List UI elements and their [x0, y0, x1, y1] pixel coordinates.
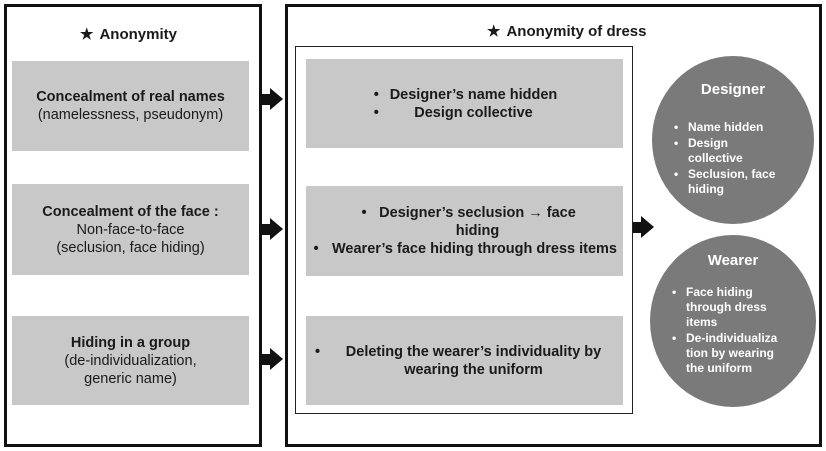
- group-title: Hiding in a group: [70, 334, 191, 351]
- list-item: Designer’s name hidden: [372, 86, 558, 104]
- real-names-box: Concealment of real names (namelessness,…: [12, 61, 249, 151]
- list-item: Seclusion, face hiding: [674, 167, 794, 197]
- face-box: Concealment of the face : Non-face-to-fa…: [12, 184, 249, 275]
- group-box: Hiding in a group (de-individualization,…: [12, 316, 249, 405]
- wearer-title: Wearer: [707, 252, 759, 269]
- star-icon: ★: [487, 23, 501, 40]
- real-names-title: Concealment of real names: [36, 89, 225, 105]
- list-item: Face hiding through dress items: [672, 285, 788, 330]
- list-item: Design collective: [372, 104, 558, 122]
- anonymity-of-dress-heading: ★Anonymity of dress: [487, 23, 647, 40]
- uniform-box: Deleting the wearer’s individuality by w…: [306, 316, 623, 405]
- list-item: Designer’s seclusion → face hiding: [360, 204, 578, 240]
- real-names-subtitle: (namelessness, pseudonym): [37, 107, 224, 123]
- list-item: Deleting the wearer’s individuality by w…: [313, 343, 616, 379]
- group-line2: (de-individualization,: [64, 352, 197, 369]
- list-item: De-individualization by wearing the unif…: [672, 331, 780, 376]
- designer-title: Designer: [700, 81, 766, 98]
- designer-circle: Designer Name hidden Design collective S…: [652, 56, 814, 224]
- list-item: Name hidden: [674, 120, 794, 135]
- face-line2: Non-face-to-face: [76, 221, 185, 238]
- group-line3: generic name): [84, 370, 177, 387]
- list-item: Wearer’s face hiding through dress items: [312, 240, 620, 258]
- anonymity-heading: ★Anonymity: [80, 26, 177, 43]
- face-line3: (seclusion, face hiding): [56, 239, 205, 256]
- wearer-circle: Wearer Face hiding through dress items D…: [650, 235, 816, 407]
- list-item: Design collective: [674, 136, 758, 166]
- face-title: Concealment of the face :: [42, 203, 219, 220]
- seclusion-box: Designer’s seclusion → face hiding Weare…: [306, 186, 623, 276]
- designer-name-box: Designer’s name hidden Design collective: [306, 59, 623, 148]
- star-icon: ★: [80, 26, 94, 43]
